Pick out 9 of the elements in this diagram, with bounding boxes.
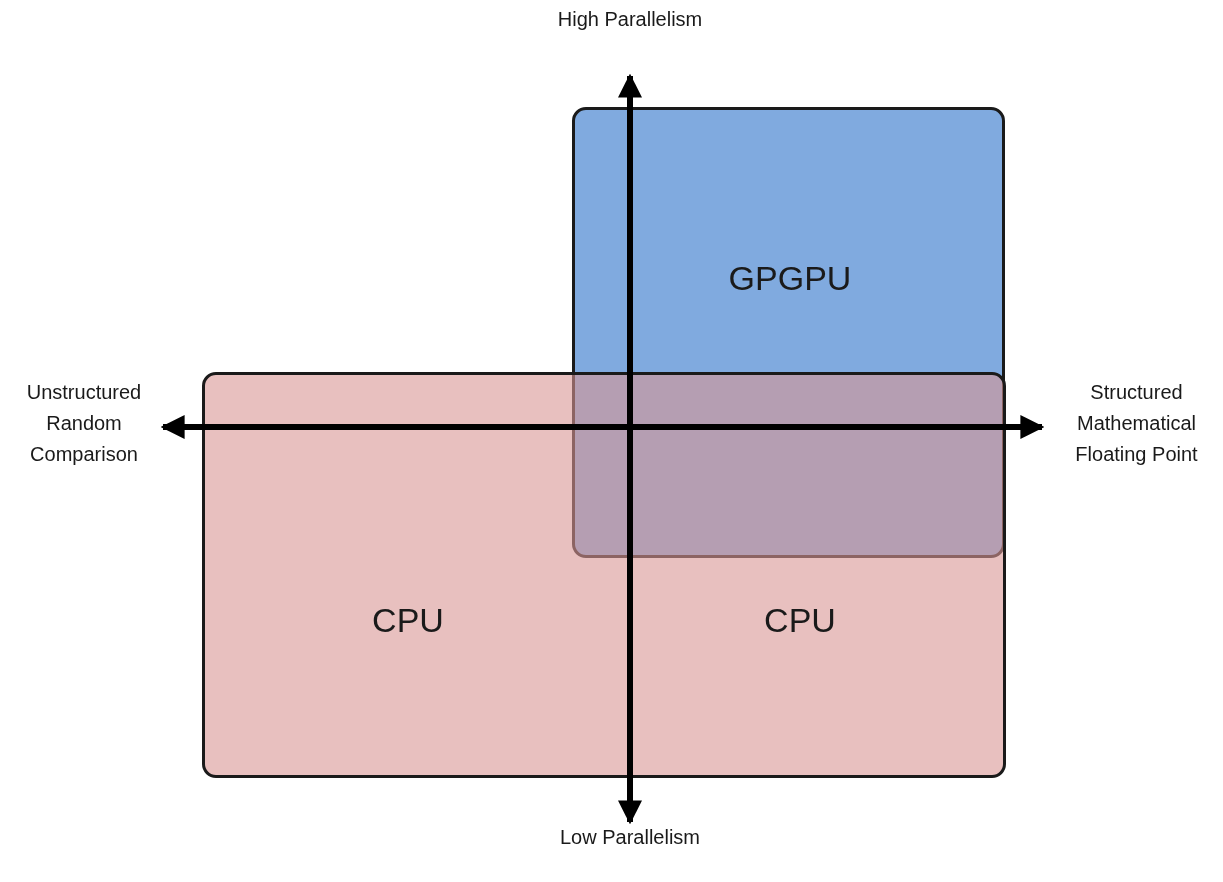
region-label: CPU <box>371 600 445 640</box>
axis-label: High Parallelism <box>556 7 704 32</box>
axis-label: Unstructured Random Comparison <box>25 380 143 467</box>
gpgpu-region-box <box>572 107 1005 558</box>
axis-label: Structured Mathematical Floating Point <box>1074 380 1199 467</box>
cpu-region-box <box>202 372 1006 778</box>
region-label: GPGPU <box>727 258 853 298</box>
axis-label: Low Parallelism <box>558 825 702 850</box>
region-label: CPU <box>763 600 837 640</box>
